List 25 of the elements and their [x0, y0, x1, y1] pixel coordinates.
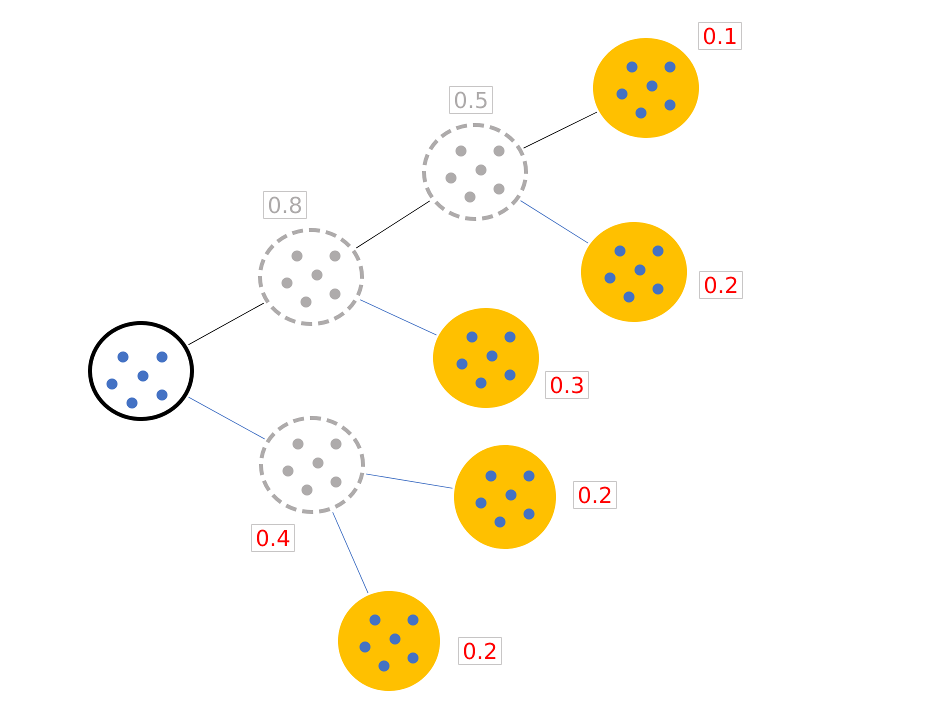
connector-line: [332, 512, 368, 594]
connector-line: [523, 112, 598, 149]
sample-circle: [422, 123, 528, 221]
value-label: 0.4: [251, 524, 295, 552]
value-label: 0.8: [263, 191, 307, 219]
connector-line: [520, 200, 588, 244]
connector-line: [356, 200, 430, 248]
value-label: 0.1: [698, 22, 742, 50]
sample-circle: [338, 591, 440, 691]
sample-circle: [593, 38, 699, 138]
sample-circle: [433, 308, 539, 408]
value-label: 0.2: [573, 481, 617, 509]
connector-line: [188, 396, 266, 440]
value-label: 0.2: [458, 637, 502, 665]
sample-circle: [88, 321, 194, 421]
connector-line: [188, 302, 264, 346]
sample-circle: [259, 416, 365, 514]
sample-circle: [258, 228, 364, 326]
sample-circle: [581, 222, 687, 322]
value-label: 0.5: [449, 86, 493, 114]
value-label: 0.3: [545, 371, 589, 399]
connector-line: [366, 474, 453, 489]
sample-circle: [454, 445, 556, 549]
value-label: 0.2: [699, 271, 743, 299]
connector-line: [360, 299, 437, 336]
